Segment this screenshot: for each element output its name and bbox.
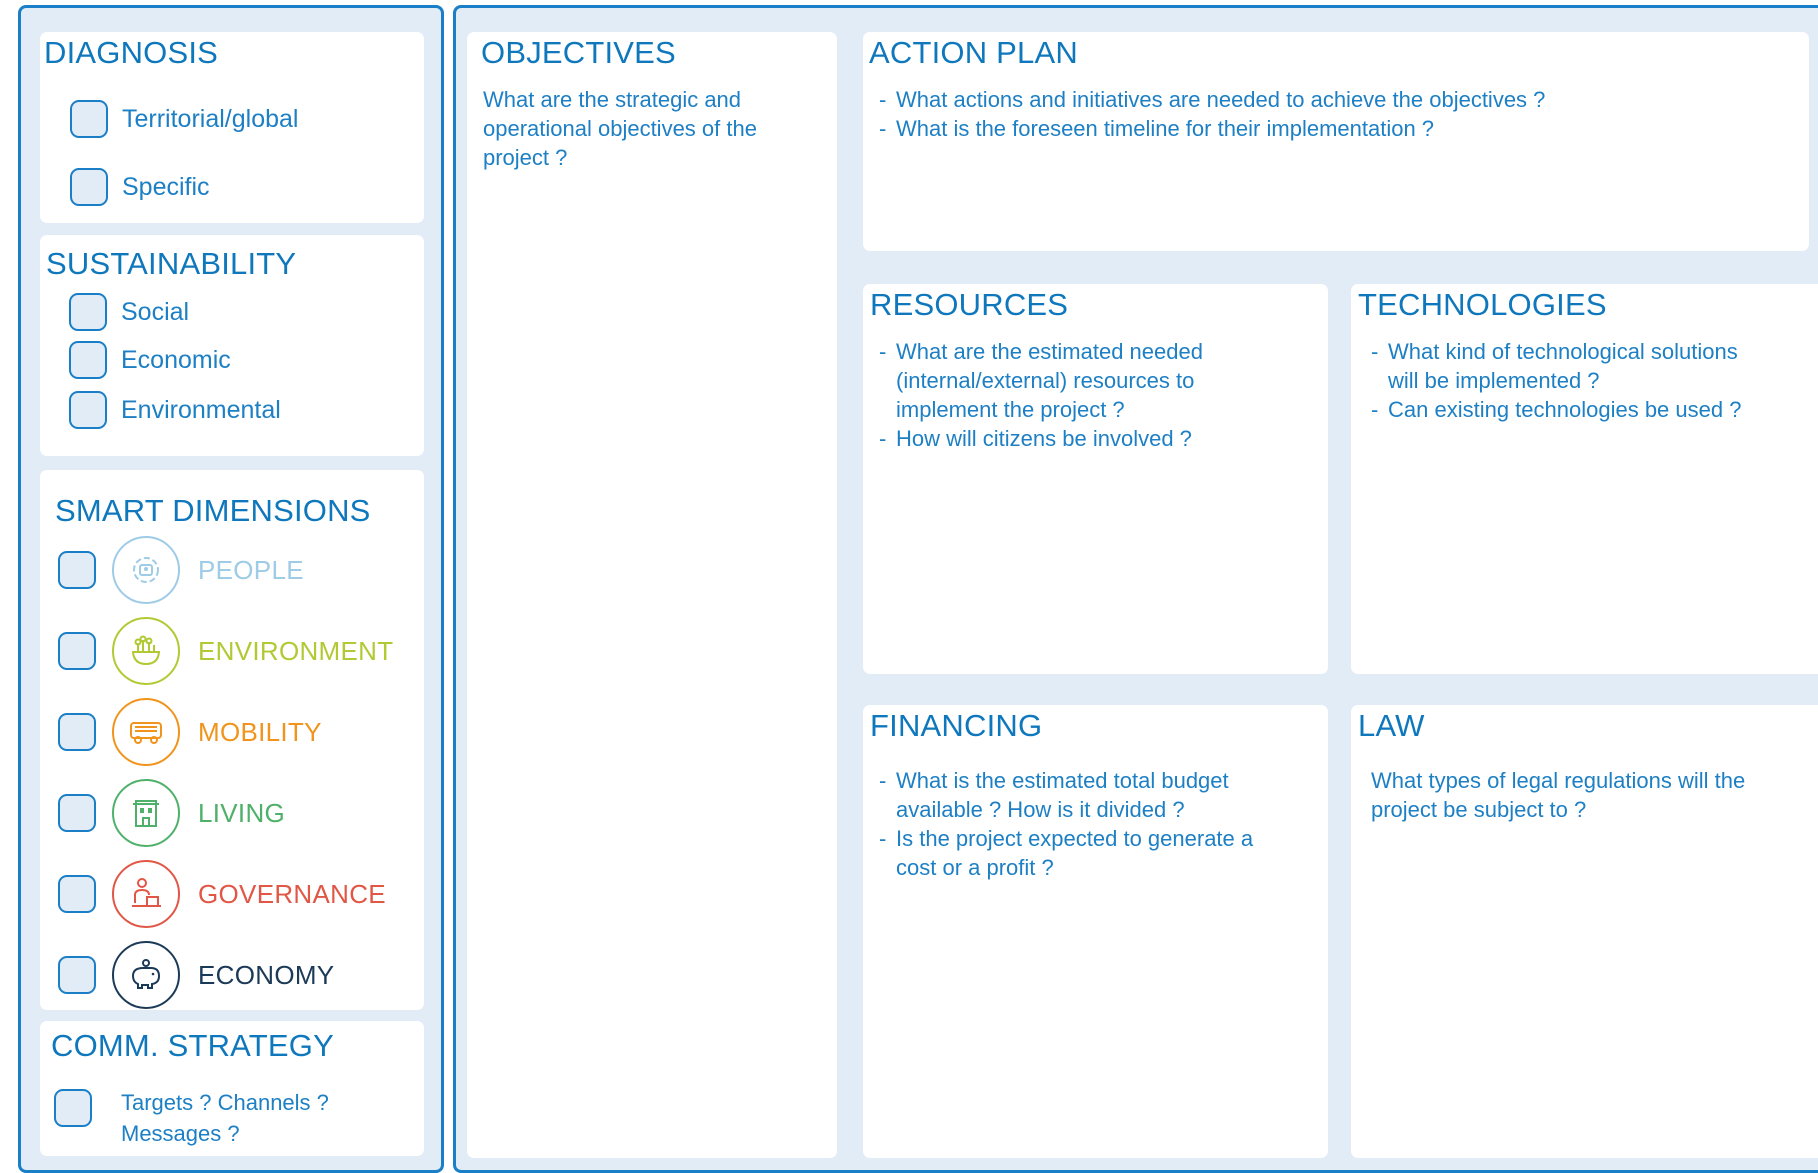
sustainability-option-social[interactable]: Social (69, 293, 189, 331)
technologies-list: What kind of technological solutions wil… (1371, 337, 1751, 424)
comm-strategy-option[interactable]: Targets ? Channels ? Messages ? (54, 1087, 329, 1149)
diagnosis-title: DIAGNOSIS (44, 35, 219, 70)
checkbox[interactable] (70, 168, 108, 206)
people-icon (112, 536, 180, 604)
list-item: What is the foreseen timeline for their … (879, 114, 1779, 143)
checkbox[interactable] (58, 875, 96, 913)
checkbox[interactable] (54, 1089, 92, 1127)
dimension-label: MOBILITY (198, 716, 322, 747)
action-plan-list: What actions and initiatives are needed … (879, 85, 1779, 143)
law-text: What types of legal regulations will the… (1371, 768, 1746, 822)
list-item: What are the estimated needed (internal/… (879, 337, 1249, 424)
dimension-label: PEOPLE (198, 554, 304, 585)
financing-list: What is the estimated total budget avail… (879, 766, 1289, 882)
action-plan-card: ACTION PLAN What actions and initiatives… (863, 32, 1809, 251)
technologies-title: TECHNOLOGIES (1358, 287, 1607, 322)
option-label: Economic (121, 345, 231, 374)
checkbox[interactable] (58, 551, 96, 589)
dimension-people[interactable]: PEOPLE (58, 536, 304, 604)
sustainability-title: SUSTAINABILITY (46, 246, 297, 281)
list-item: Can existing technologies be used ? (1371, 395, 1751, 424)
right-panel: OBJECTIVES What are the strategic and op… (453, 5, 1818, 1173)
list-item: What kind of technological solutions wil… (1371, 337, 1751, 395)
left-panel: DIAGNOSIS Territorial/global Specific SU… (18, 5, 444, 1173)
resources-list: What are the estimated needed (internal/… (879, 337, 1249, 453)
objectives-text: What are the strategic and operational o… (483, 87, 757, 170)
comm-strategy-line2: Messages ? (121, 1121, 240, 1146)
bus-icon (112, 698, 180, 766)
building-icon (112, 779, 180, 847)
law-title: LAW (1358, 708, 1425, 743)
checkbox[interactable] (70, 100, 108, 138)
smart-dimensions-title: SMART DIMENSIONS (55, 493, 371, 528)
smart-dimensions-card: SMART DIMENSIONS PEOPLE (40, 470, 424, 1010)
law-card: LAW What types of legal regulations will… (1351, 705, 1818, 1158)
dimension-environment[interactable]: ENVIRONMENT (58, 617, 393, 685)
diagnosis-card: DIAGNOSIS Territorial/global Specific (40, 32, 424, 223)
list-item: Is the project expected to generate a co… (879, 824, 1289, 882)
checkbox[interactable] (58, 794, 96, 832)
checkbox[interactable] (58, 956, 96, 994)
objectives-card: OBJECTIVES What are the strategic and op… (467, 32, 837, 1158)
financing-title: FINANCING (870, 708, 1043, 743)
dimension-governance[interactable]: GOVERNANCE (58, 860, 386, 928)
dimension-economy[interactable]: ECONOMY (58, 941, 334, 1009)
dimension-mobility[interactable]: MOBILITY (58, 698, 322, 766)
dimension-label: GOVERNANCE (198, 878, 386, 909)
list-item: How will citizens be involved ? (879, 424, 1249, 453)
comm-strategy-line1: Targets ? Channels ? (121, 1090, 329, 1115)
resources-card: RESOURCES What are the estimated needed … (863, 284, 1328, 674)
list-item: What actions and initiatives are needed … (879, 85, 1779, 114)
sustainability-option-environmental[interactable]: Environmental (69, 391, 281, 429)
action-plan-title: ACTION PLAN (869, 35, 1078, 70)
checkbox[interactable] (69, 293, 107, 331)
checkbox[interactable] (69, 391, 107, 429)
option-label: Social (121, 297, 190, 326)
checkbox[interactable] (69, 341, 107, 379)
diagnosis-option-specific[interactable]: Specific (70, 168, 210, 206)
financing-card: FINANCING What is the estimated total bu… (863, 705, 1328, 1158)
option-label: Specific (122, 172, 210, 201)
sustainability-card: SUSTAINABILITY Social Economic Environme… (40, 235, 424, 456)
plant-bowl-icon (112, 617, 180, 685)
comm-strategy-card: COMM. STRATEGY Targets ? Channels ? Mess… (40, 1021, 424, 1156)
sustainability-option-economic[interactable]: Economic (69, 341, 231, 379)
dimension-label: ECONOMY (198, 959, 335, 990)
comm-strategy-title: COMM. STRATEGY (51, 1028, 334, 1063)
list-item: What is the estimated total budget avail… (879, 766, 1289, 824)
resources-title: RESOURCES (870, 287, 1069, 322)
piggy-bank-icon (112, 941, 180, 1009)
technologies-card: TECHNOLOGIES What kind of technological … (1351, 284, 1818, 674)
dimension-label: LIVING (198, 797, 286, 828)
objectives-title: OBJECTIVES (481, 35, 676, 70)
speaker-podium-icon (112, 860, 180, 928)
diagnosis-option-territorial[interactable]: Territorial/global (70, 100, 298, 138)
checkbox[interactable] (58, 632, 96, 670)
dimension-label: ENVIRONMENT (198, 635, 394, 666)
option-label: Targets ? Channels ? Messages ? (121, 1087, 329, 1149)
checkbox[interactable] (58, 713, 96, 751)
option-label: Territorial/global (122, 104, 299, 133)
dimension-living[interactable]: LIVING (58, 779, 285, 847)
option-label: Environmental (121, 395, 281, 424)
